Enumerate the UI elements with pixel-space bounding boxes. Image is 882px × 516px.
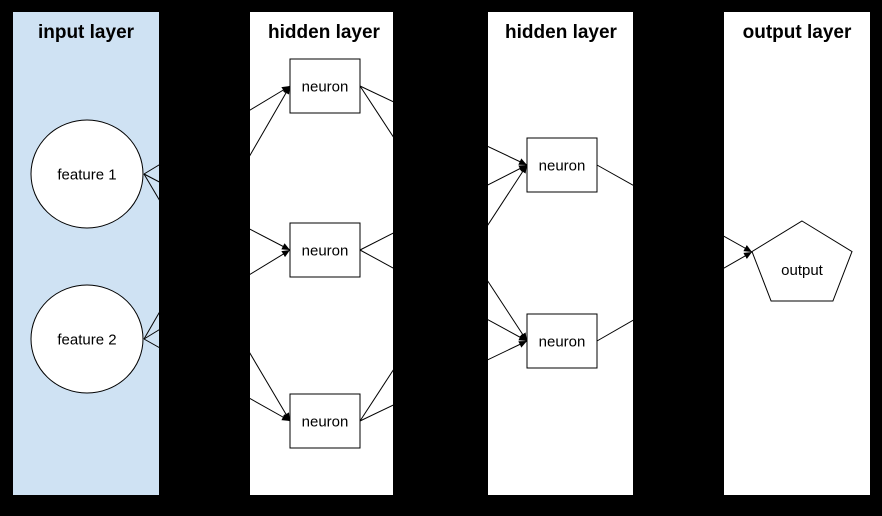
node-label-feature-1: feature 1 <box>57 166 116 183</box>
panel-title-hidden-layer-2: hidden layer <box>505 22 618 43</box>
node-output <box>751 220 853 302</box>
panel-title-hidden-layer-1: hidden layer <box>268 22 381 43</box>
panel-title-output-layer: output layer <box>743 22 852 43</box>
node-label-h2-neuron-1: neuron <box>539 157 586 174</box>
node-label-h2-neuron-2: neuron <box>539 333 586 350</box>
node-label-h1-neuron-2: neuron <box>302 242 349 259</box>
node-h2-neuron-1 <box>526 137 598 193</box>
panel-title-input-layer: input layer <box>38 22 135 43</box>
panel-input-layer <box>13 12 159 495</box>
panel-hidden-layer-2 <box>488 12 633 495</box>
node-feature-2 <box>30 284 144 394</box>
node-h2-neuron-2 <box>526 313 598 369</box>
node-label-h1-neuron-1: neuron <box>302 78 349 95</box>
node-h1-neuron-1 <box>289 58 361 114</box>
node-label-feature-2: feature 2 <box>57 331 116 348</box>
node-label-h1-neuron-3: neuron <box>302 413 349 430</box>
node-label-output: output <box>781 262 824 279</box>
node-h1-neuron-3 <box>289 393 361 449</box>
node-h1-neuron-2 <box>289 222 361 278</box>
node-feature-1 <box>30 119 144 229</box>
